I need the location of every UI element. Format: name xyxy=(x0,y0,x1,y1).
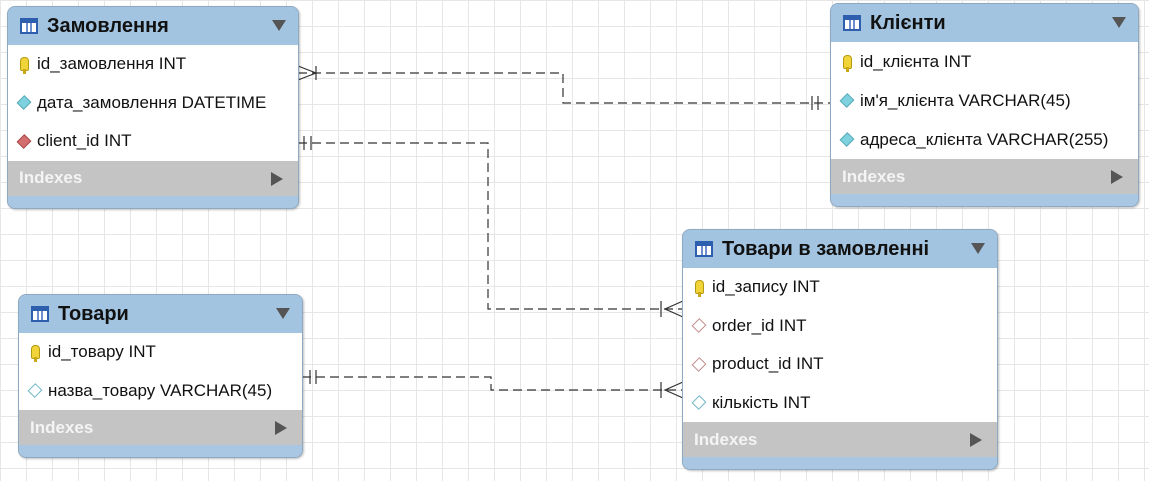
indexes-section[interactable]: Indexes xyxy=(19,410,302,445)
table-products[interactable]: Товари id_товару INT назва_товару VARCHA… xyxy=(18,294,303,458)
table-title: Клієнти xyxy=(870,11,946,34)
primary-key-icon xyxy=(19,57,29,75)
column-row[interactable]: назва_товару VARCHAR(45) xyxy=(19,372,302,411)
table-orders[interactable]: Замовлення id_замовлення INT дата_замовл… xyxy=(7,6,299,209)
table-icon xyxy=(695,241,713,257)
collapse-arrow-icon[interactable] xyxy=(276,308,290,319)
indexes-label: Indexes xyxy=(30,417,94,437)
column-row[interactable]: id_клієнта INT xyxy=(831,42,1138,81)
column-diamond-icon xyxy=(839,132,855,147)
column-diamond-icon xyxy=(16,95,32,111)
crowfoot-order-items-1 xyxy=(660,300,684,318)
column-row[interactable]: дата_замовлення DATETIME xyxy=(8,84,298,123)
indexes-section[interactable]: Indexes xyxy=(683,422,997,457)
column-label: дата_замовлення DATETIME xyxy=(37,92,267,112)
column-row[interactable]: id_товару INT xyxy=(19,333,302,372)
table-icon xyxy=(20,18,38,34)
relationship-products-order-items xyxy=(302,376,683,391)
column-label: order_id INT xyxy=(712,315,807,335)
primary-key-icon xyxy=(30,345,40,363)
collapse-arrow-icon[interactable] xyxy=(971,243,985,254)
relationship-orders-order-items xyxy=(298,142,683,310)
column-label: id_запису INT xyxy=(712,277,820,297)
expand-arrow-icon[interactable] xyxy=(271,171,283,186)
indexes-label: Indexes xyxy=(842,166,906,186)
primary-key-icon xyxy=(694,280,704,298)
column-label: product_id INT xyxy=(712,354,824,374)
column-row[interactable]: product_id INT xyxy=(683,345,997,384)
expand-arrow-icon[interactable] xyxy=(275,421,287,435)
column-label: id_товару INT xyxy=(48,342,156,362)
column-label: кількість INT xyxy=(712,392,811,412)
table-order-items[interactable]: Товари в замовленні id_запису INT order_… xyxy=(682,229,998,470)
table-header[interactable]: Товари xyxy=(19,295,302,333)
column-label: client_id INT xyxy=(37,131,132,151)
table-header[interactable]: Клієнти xyxy=(831,4,1138,42)
indexes-section[interactable]: Indexes xyxy=(831,159,1138,194)
indexes-label: Indexes xyxy=(19,168,83,187)
collapse-arrow-icon[interactable] xyxy=(272,20,286,31)
column-label: id_замовлення INT xyxy=(37,54,187,74)
table-clients[interactable]: Клієнти id_клієнта INT ім'я_клієнта VARC… xyxy=(830,3,1139,207)
one-mark-clients xyxy=(811,96,819,110)
crowfoot-orders xyxy=(297,65,318,81)
column-label: назва_товару VARCHAR(45) xyxy=(48,380,273,400)
table-icon xyxy=(31,306,49,322)
column-row[interactable]: order_id INT xyxy=(683,307,997,346)
primary-key-icon xyxy=(842,54,852,72)
relationship-orders-clients xyxy=(298,72,832,104)
indexes-label: Indexes xyxy=(694,429,758,449)
column-row[interactable]: ім'я_клієнта VARCHAR(45) xyxy=(831,81,1138,120)
column-diamond-icon xyxy=(839,93,855,108)
table-header[interactable]: Замовлення xyxy=(8,7,298,45)
column-row[interactable]: кількість INT xyxy=(683,384,997,423)
expand-arrow-icon[interactable] xyxy=(1111,170,1123,184)
table-title: Товари в замовленні xyxy=(722,237,930,260)
one-mark-products xyxy=(309,370,317,384)
column-row[interactable]: client_id INT xyxy=(8,122,298,161)
column-row[interactable]: адреса_клієнта VARCHAR(255) xyxy=(831,120,1138,159)
one-mark-orders xyxy=(303,136,312,150)
nullable-column-diamond-icon xyxy=(27,383,43,399)
column-label: ім'я_клієнта VARCHAR(45) xyxy=(860,90,1071,110)
nullable-foreign-key-diamond-icon xyxy=(691,356,707,372)
collapse-arrow-icon[interactable] xyxy=(1112,17,1126,28)
table-icon xyxy=(843,15,861,31)
expand-arrow-icon[interactable] xyxy=(970,433,982,447)
table-header[interactable]: Товари в замовленні xyxy=(683,230,997,268)
foreign-key-diamond-icon xyxy=(16,133,32,149)
column-label: адреса_клієнта VARCHAR(255) xyxy=(860,129,1109,149)
column-row[interactable]: id_замовлення INT xyxy=(8,45,298,84)
crowfoot-order-items-2 xyxy=(660,381,684,399)
indexes-section[interactable]: Indexes xyxy=(8,160,298,196)
table-title: Замовлення xyxy=(47,14,169,37)
nullable-column-diamond-icon xyxy=(691,395,707,411)
table-title: Товари xyxy=(58,302,129,325)
column-row[interactable]: id_запису INT xyxy=(683,268,997,307)
nullable-foreign-key-diamond-icon xyxy=(691,318,707,334)
column-label: id_клієнта INT xyxy=(860,51,972,71)
